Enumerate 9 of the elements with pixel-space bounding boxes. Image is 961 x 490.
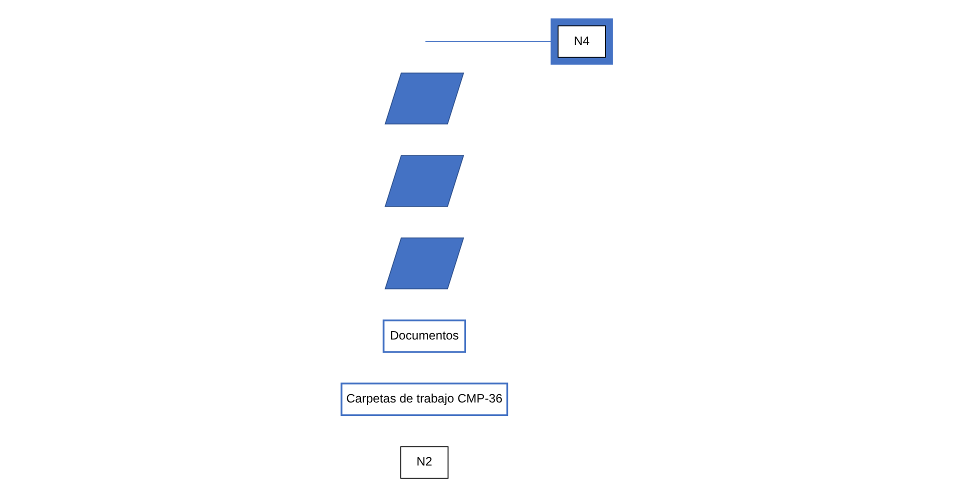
node-box: N2 <box>400 446 448 479</box>
node-parallelogram <box>384 155 464 207</box>
node-box: Documentos <box>382 320 466 353</box>
node-box: N4 <box>558 25 606 58</box>
cluster <box>550 18 613 65</box>
node-parallelogram <box>384 72 464 124</box>
node-parallelogram <box>384 238 464 290</box>
connector <box>424 41 552 42</box>
node-box: Carpetas de trabajo CMP-36 <box>340 382 508 416</box>
